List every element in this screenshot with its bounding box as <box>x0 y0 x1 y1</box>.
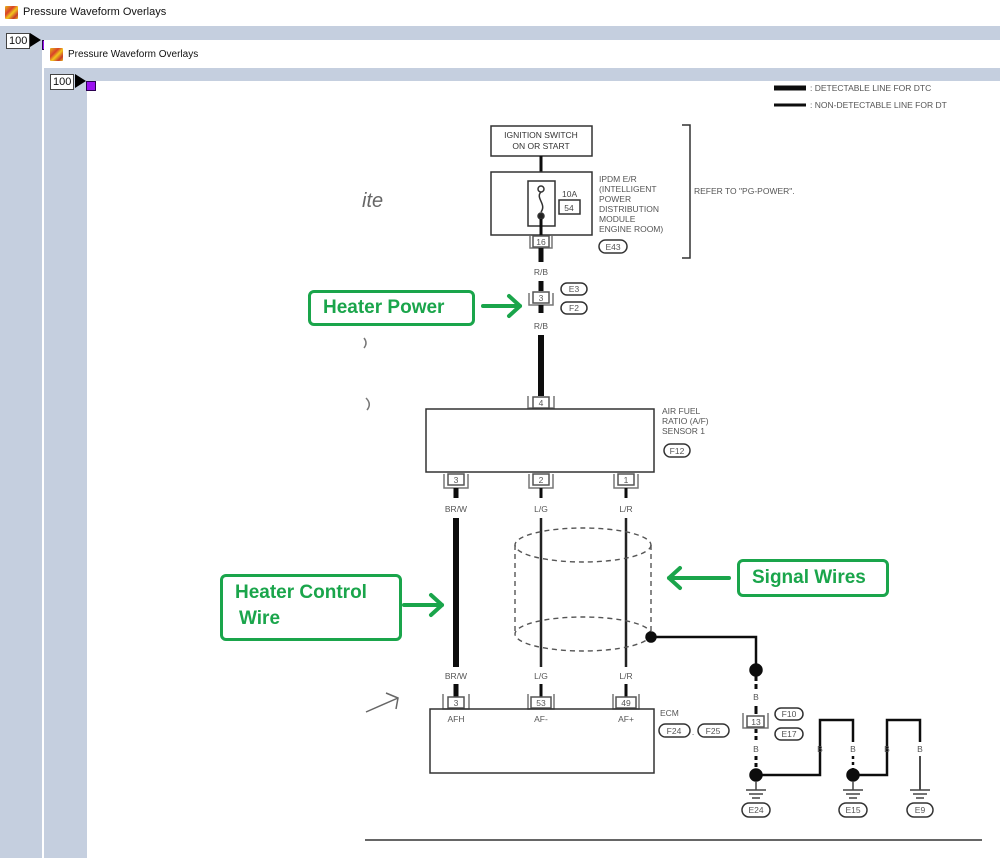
ecm-terminal-af-minus: AF- <box>534 714 548 724</box>
ground-joint-ref-f10: F10 <box>782 709 797 719</box>
ecm-connector-ref-f25: F25 <box>706 726 721 736</box>
ground-ref-e15: E15 <box>845 805 860 815</box>
ecm-wire-brw: BR/W <box>445 671 467 681</box>
ipdm-connector-ref: E43 <box>605 242 620 252</box>
af-pin-3: 3 <box>454 475 459 485</box>
ipdm-label-1: (INTELLIGENT <box>599 184 657 194</box>
heater-power-label: Heater Power <box>323 297 445 318</box>
inner-window-title: Pressure Waveform Overlays <box>68 49 199 60</box>
ground-symbol-e15 <box>843 781 863 799</box>
inner-zoom-arrow-icon[interactable] <box>75 74 86 88</box>
inner-top-band <box>44 68 1000 81</box>
wire-rb-top: R/B <box>534 267 549 277</box>
refer-bracket <box>682 124 691 259</box>
ipdm-label-4: MODULE <box>599 214 636 224</box>
ecm-terminal-af-plus: AF+ <box>618 714 634 724</box>
ignition-switch-line2: ON OR START <box>512 141 569 151</box>
ground-wire-b-2: B <box>753 744 759 754</box>
legend-thick-label: : DETECTABLE LINE FOR DTC <box>810 83 931 93</box>
joint-ref-e3: E3 <box>569 284 580 294</box>
af-pin-2: 2 <box>539 475 544 485</box>
outer-window-title: Pressure Waveform Overlays <box>23 6 167 18</box>
inner-left-band <box>44 68 87 858</box>
ecm-wire-lg: L/G <box>534 671 548 681</box>
fuse-rating: 10A <box>562 189 577 199</box>
ignition-switch-line1: IGNITION SWITCH <box>504 130 578 140</box>
af-sensor-connector-ref: F12 <box>670 446 685 456</box>
heater-control-callout: Heater Control Wire <box>220 574 402 641</box>
ipdm-label-0: IPDM E/R <box>599 174 637 184</box>
joint-connector-3 <box>532 291 550 304</box>
inner-zoom-value[interactable]: 100 <box>50 74 75 90</box>
fuse-number-box <box>558 199 581 215</box>
ipdm-pin: 16 <box>536 237 546 247</box>
outer-zoom-value[interactable]: 100 <box>6 33 31 49</box>
ecm-box <box>429 708 655 774</box>
signal-wires-arrow-icon <box>667 566 731 590</box>
ecm-terminal-afh: AFH <box>448 714 465 724</box>
ground-joint-ref-e17: E17 <box>781 729 796 739</box>
ground-symbol-e24 <box>746 781 766 799</box>
ground-ref-e24: E24 <box>748 805 763 815</box>
app-icon <box>5 6 18 19</box>
heater-power-callout: Heater Power <box>308 290 475 326</box>
ground-symbol-e9 <box>910 789 930 799</box>
ipdm-label-3: DISTRIBUTION <box>599 204 659 214</box>
outer-zoom-arrow-icon[interactable] <box>30 33 41 47</box>
signal-wires-label: Signal Wires <box>752 567 866 588</box>
wire-rb-bottom: R/B <box>534 321 549 331</box>
outer-top-band <box>0 26 1000 40</box>
ecm-pin-3: 3 <box>454 698 459 708</box>
shield-cylinder <box>514 527 652 652</box>
heater-control-label-line1: Heater Control <box>235 582 367 603</box>
af-wire-brw: BR/W <box>445 504 467 514</box>
ground-wire-b-3: B <box>817 744 823 754</box>
af-sensor-label-2: SENSOR 1 <box>662 426 705 436</box>
af-sensor-top-pin: 4 <box>539 398 544 408</box>
ipdm-label-2: POWER <box>599 194 631 204</box>
inner-window <box>44 40 1000 858</box>
heater-power-arrow-icon <box>481 294 522 318</box>
fuse-number: 54 <box>564 203 574 213</box>
handwritten-arrow <box>365 697 399 713</box>
af-sensor-label-1: RATIO (A/F) <box>662 416 709 426</box>
e43-ref <box>598 239 628 254</box>
outer-title-bar: Pressure Waveform Overlays <box>0 0 1000 26</box>
heater-control-label-line2: Wire <box>239 608 281 629</box>
ground-wire-b-4: B <box>850 744 856 754</box>
ecm-connector-ref-f24: F24 <box>667 726 682 736</box>
shield-drain-point <box>645 631 657 643</box>
ground-wire-b-6: B <box>917 744 923 754</box>
af-pin-1: 1 <box>624 475 629 485</box>
af-wire-lg: L/G <box>534 504 548 514</box>
refer-note: REFER TO "PG-POWER". <box>694 186 795 196</box>
heater-control-arrow-icon <box>402 593 444 617</box>
ecm-ref-separator: . <box>692 727 694 737</box>
handwritten-note: ite <box>362 190 383 212</box>
ground-joint-pin: 13 <box>751 717 761 727</box>
ecm-label: ECM <box>660 708 679 718</box>
joint-pin: 3 <box>539 293 544 303</box>
ground-wire-b-5: B <box>884 744 890 754</box>
ipdm-label-5: ENGINE ROOM) <box>599 224 663 234</box>
inner-resize-handle[interactable] <box>86 81 96 91</box>
ecm-pin-49: 49 <box>621 698 631 708</box>
outer-left-band <box>0 26 42 858</box>
legend-thin-label: : NON-DETECTABLE LINE FOR DT <box>810 100 947 110</box>
af-sensor-box <box>425 408 655 473</box>
af-wire-lr: L/R <box>619 504 632 514</box>
ground-wire-b-1: B <box>753 692 759 702</box>
inner-app-icon <box>50 48 63 61</box>
joint-ref-f2: F2 <box>569 303 579 313</box>
signal-wires-callout: Signal Wires <box>737 559 889 597</box>
ground-ref-e9: E9 <box>915 805 926 815</box>
ecm-pin-53: 53 <box>536 698 546 708</box>
ecm-wire-lr: L/R <box>619 671 632 681</box>
af-sensor-label-0: AIR FUEL <box>662 406 701 416</box>
